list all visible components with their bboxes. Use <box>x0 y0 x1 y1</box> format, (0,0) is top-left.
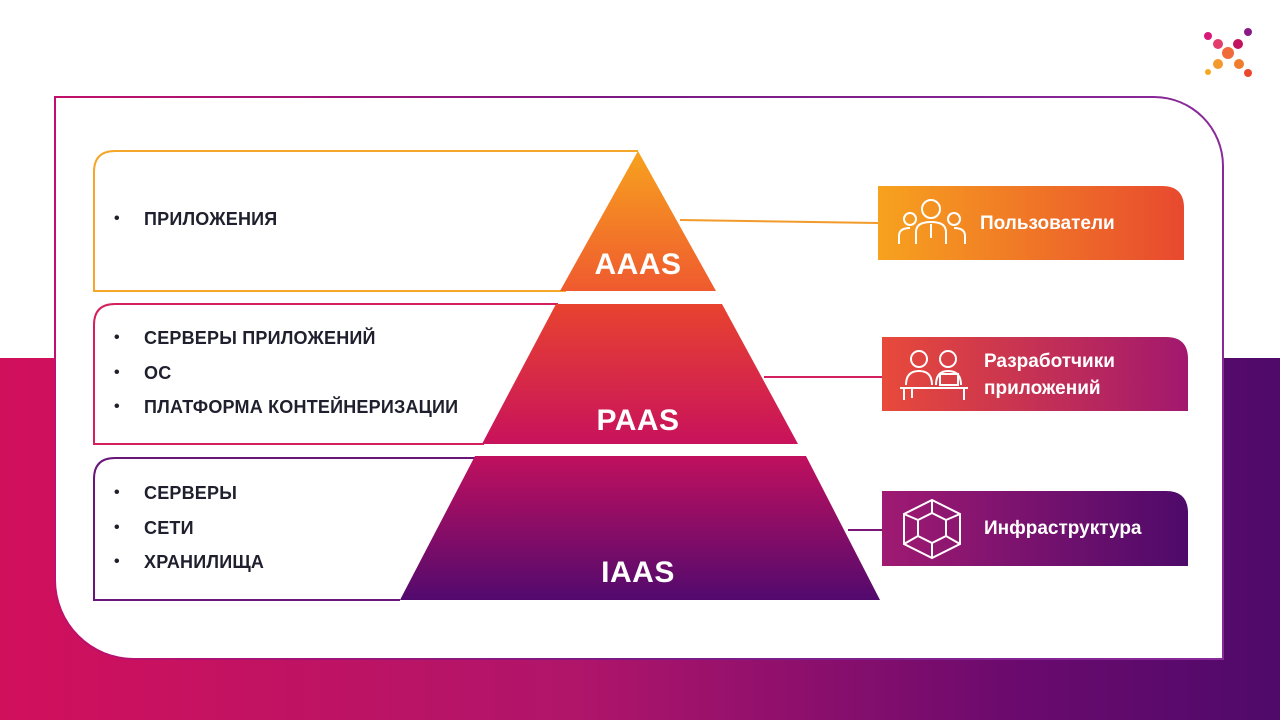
aaas-outline <box>93 150 638 292</box>
paas-segment <box>482 304 798 444</box>
iaas-label: IAAS <box>601 556 675 589</box>
aaas-items: ПРИЛОЖЕНИЯ <box>114 202 277 237</box>
role-card-users-bg <box>878 186 1184 260</box>
list-item: ПРИЛОЖЕНИЯ <box>114 202 277 237</box>
iaas-segment <box>400 456 880 600</box>
paas-label: PAAS <box>596 404 680 437</box>
list-item: ОС <box>114 356 458 391</box>
iaas-outline <box>93 457 476 601</box>
paas-outline <box>93 303 558 445</box>
iaas-items: СЕРВЕРЫ СЕТИ ХРАНИЛИЩА <box>114 476 264 580</box>
role-card-developers: Разработчики приложений <box>970 337 1180 412</box>
list-item: СЕТИ <box>114 511 264 546</box>
role-card-infrastructure-bg <box>882 491 1188 566</box>
aaas-label: AAAS <box>594 248 682 281</box>
aaas-connector <box>679 219 879 224</box>
role-card-users: Пользователи <box>966 186 1115 261</box>
list-item: ХРАНИЛИЩА <box>114 545 264 580</box>
list-item: СЕРВЕРЫ ПРИЛОЖЕНИЙ <box>114 321 458 356</box>
aaas-segment <box>560 151 716 291</box>
developers-desk-icon <box>900 350 968 400</box>
role-card-developers-bg <box>882 337 1188 411</box>
paas-items: СЕРВЕРЫ ПРИЛОЖЕНИЙ ОС ПЛАТФОРМА КОНТЕЙНЕ… <box>114 321 458 425</box>
role-developers-text: Разработчики приложений <box>984 350 1115 399</box>
users-group-icon <box>898 199 966 244</box>
role-infrastructure-text: Инфраструктура <box>984 518 1142 539</box>
brand-logo <box>1204 28 1252 77</box>
list-item: ПЛАТФОРМА КОНТЕЙНЕРИЗАЦИИ <box>114 390 458 425</box>
list-item: СЕРВЕРЫ <box>114 476 264 511</box>
cube-network-icon <box>903 498 961 560</box>
role-card-infrastructure: Инфраструктура <box>970 491 1142 566</box>
role-users-text: Пользователи <box>980 213 1115 234</box>
